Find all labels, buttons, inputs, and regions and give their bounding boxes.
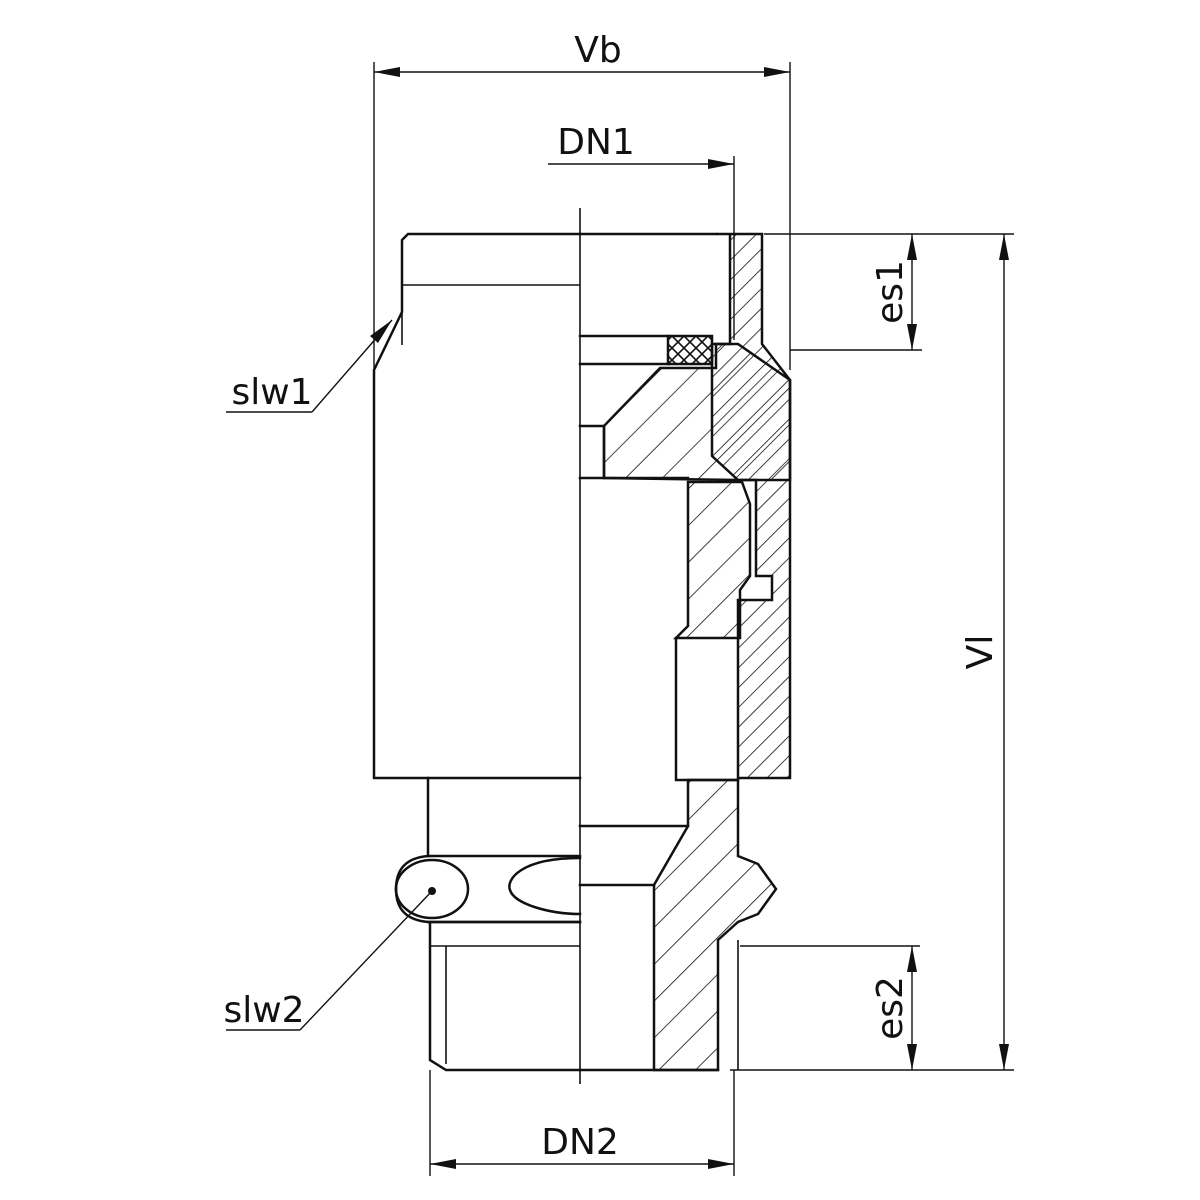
label-dn1: DN1 [557, 122, 635, 163]
label-slw2: slw2 [223, 990, 304, 1031]
label-vl: Vl [960, 635, 1001, 670]
section-view [578, 232, 792, 1072]
outer-view [372, 232, 582, 1072]
label-vb: Vb [574, 30, 621, 71]
label-es2: es2 [870, 976, 911, 1040]
label-dn2: DN2 [541, 1122, 619, 1163]
dimensions: Vb DN1 es1 Vl es2 DN2 [223, 30, 1014, 1176]
label-slw1: slw1 [231, 372, 312, 413]
o-ring [666, 334, 714, 366]
label-es1: es1 [870, 260, 911, 324]
